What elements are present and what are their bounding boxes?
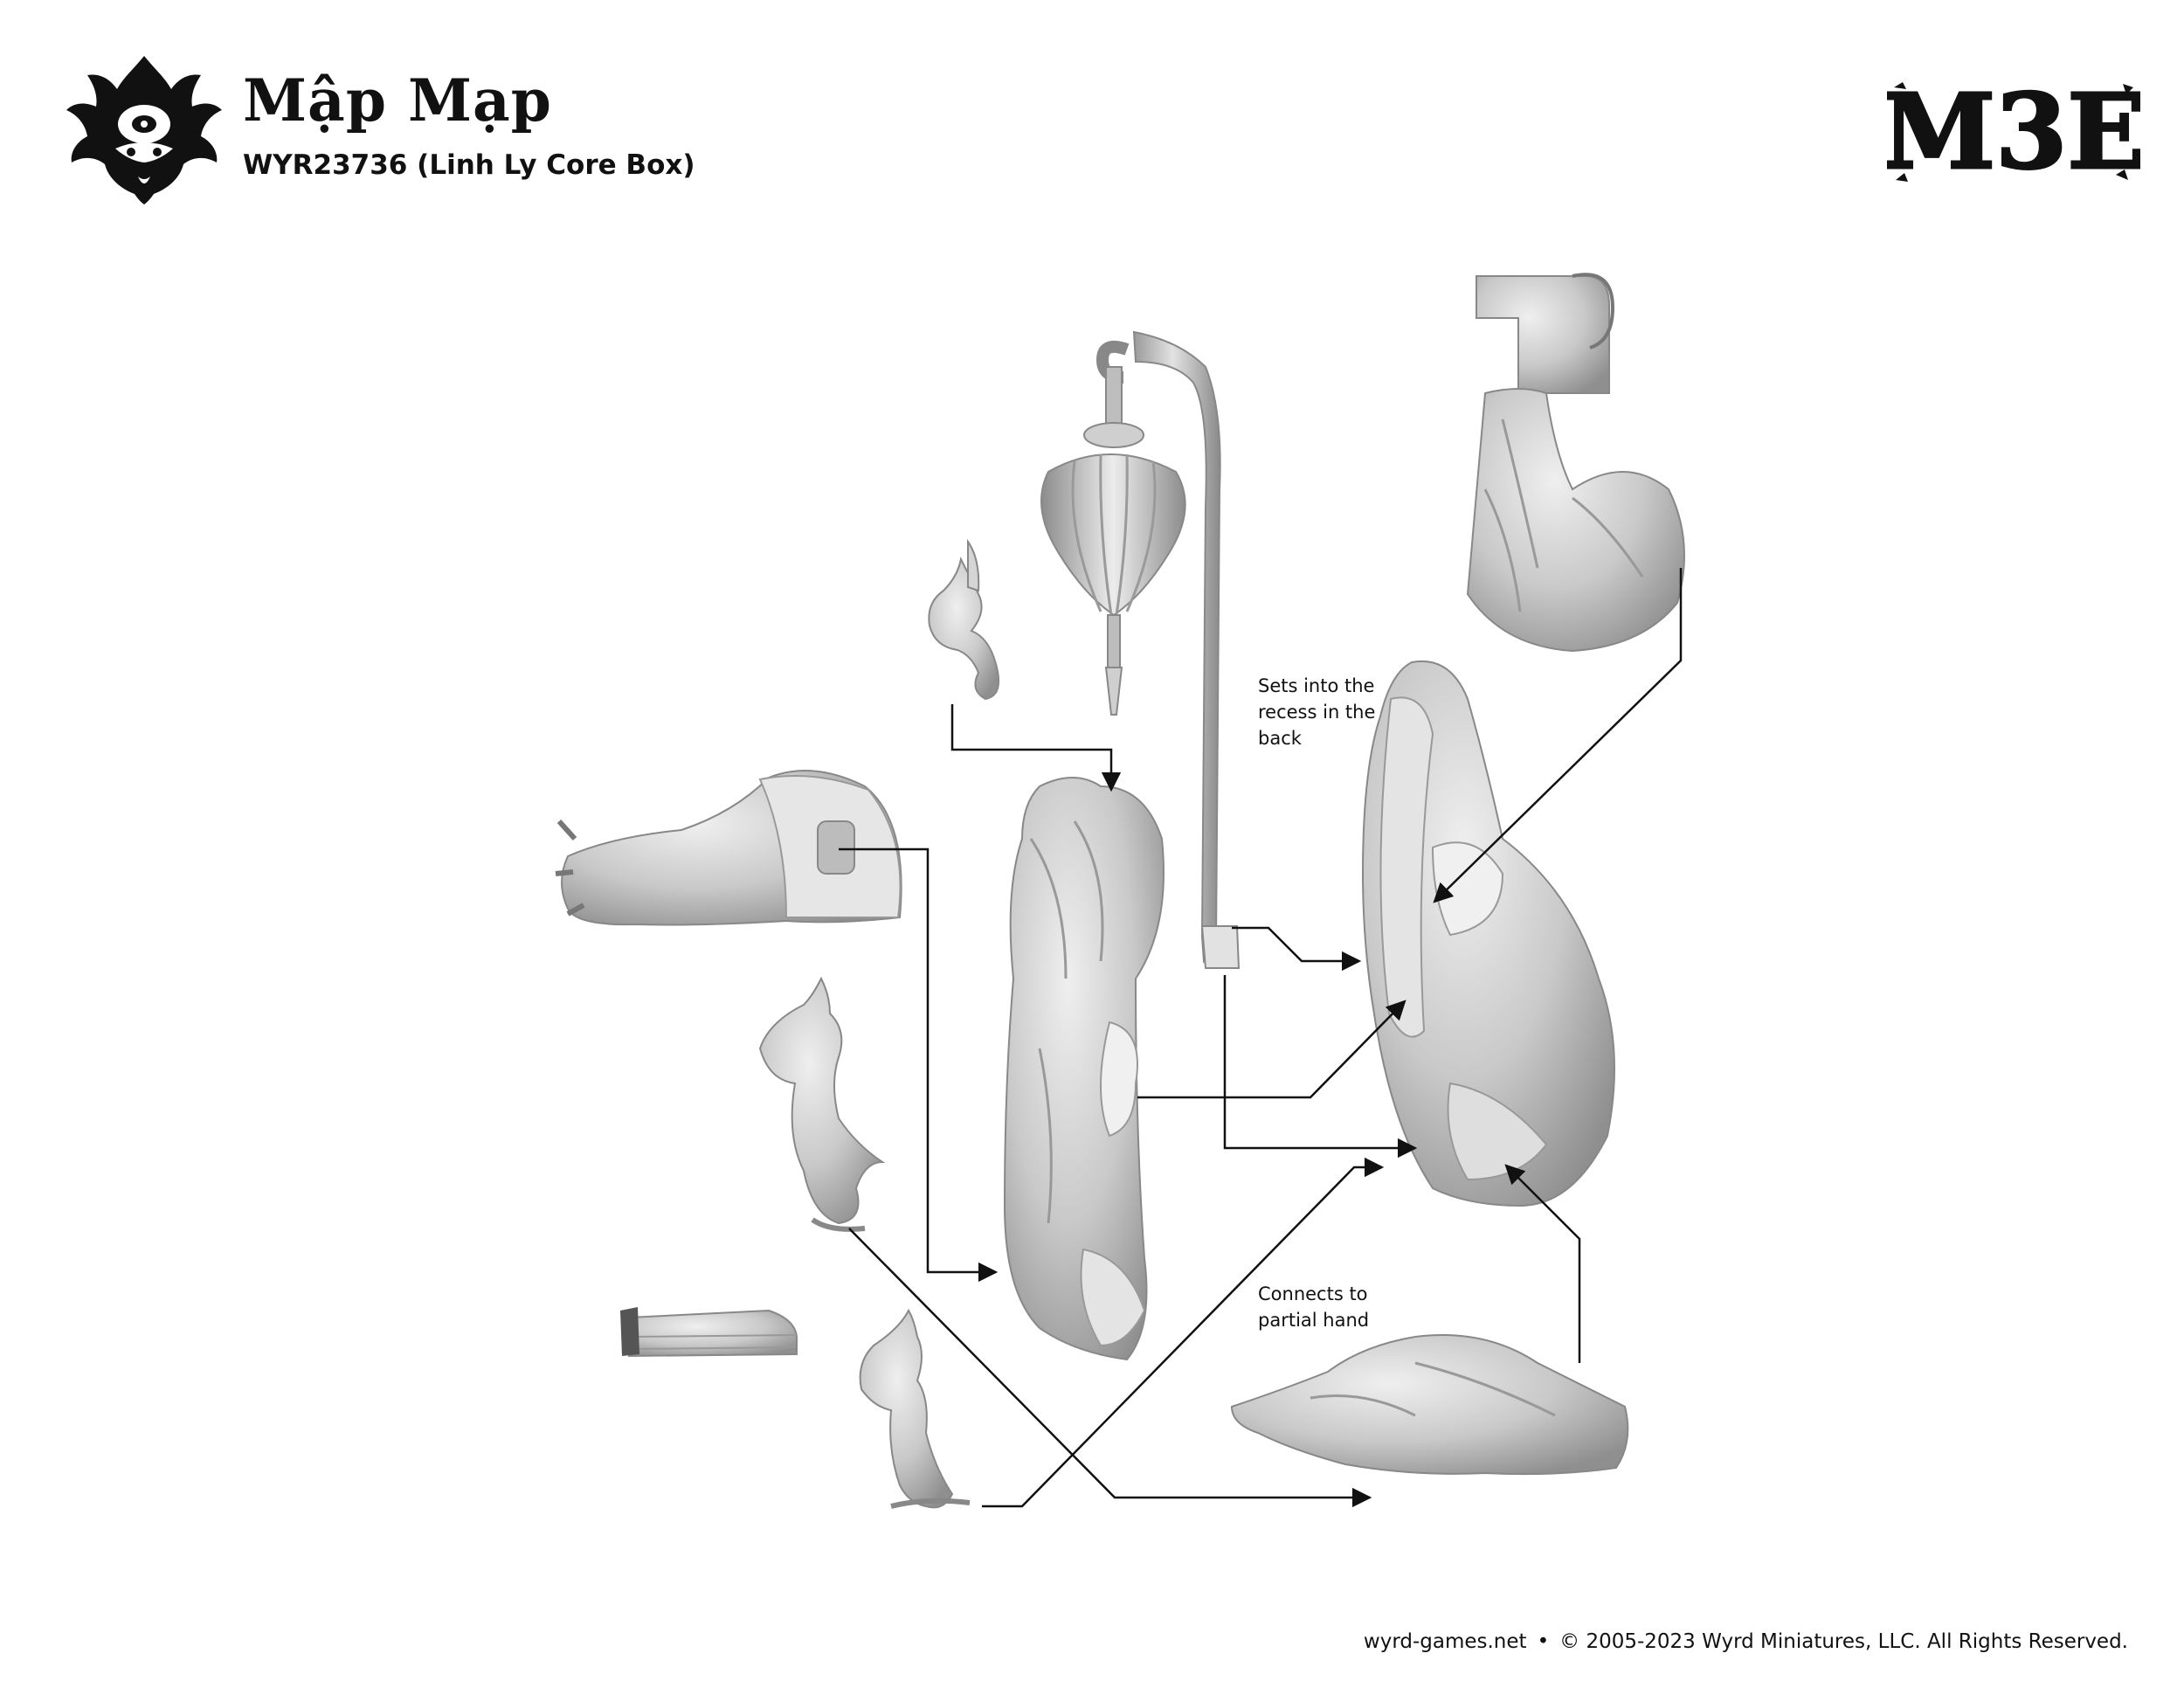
- arrow-body-to-back: [1137, 1000, 1406, 1099]
- dragon-lotus-crest-icon: [66, 56, 222, 204]
- footer-separator: •: [1537, 1630, 1550, 1653]
- arrow-tail-to-body: [839, 847, 999, 1283]
- callout-line: partial hand: [1258, 1310, 1370, 1331]
- brand-logo: M3E: [1887, 70, 2140, 183]
- callout-partial-hand-note: Connects to partial hand: [1258, 1281, 1380, 1333]
- partial-hand-part: [1230, 1334, 1629, 1476]
- arrow-upper-arm-to-back: [1433, 568, 1683, 903]
- tail-base-part: [555, 770, 902, 926]
- upper-arm-part: [1466, 273, 1685, 653]
- small-fish-spirit-part-2: [758, 976, 886, 1232]
- main-body-front-part: [1003, 777, 1165, 1361]
- arrow-sitting-fish-to-back: [982, 1157, 1385, 1508]
- lantern-pole-part: [1083, 330, 1241, 969]
- callout-line: Sets into the: [1258, 675, 1375, 696]
- arrow-standing-fish-to-hand: [848, 1228, 1372, 1508]
- product-code-subtitle: WYR23736 (Linh Ly Core Box): [243, 149, 695, 181]
- callout-recess-note: Sets into the recess in the back: [1258, 673, 1380, 751]
- brand-logo-text: M3E: [1887, 71, 2140, 183]
- small-fish-spirit-part-3: [859, 1308, 971, 1509]
- arrow-hand-to-back: [1504, 1164, 1581, 1363]
- lantern-part: [1040, 453, 1186, 716]
- arrow-pole-base: [1223, 975, 1418, 1159]
- callout-line: Connects to: [1258, 1283, 1368, 1304]
- arrow-small-fish-to-body: [950, 704, 1122, 792]
- footer: wyrd-games.net • © 2005-2023 Wyrd Miniatur…: [1364, 1630, 2128, 1653]
- book-stack-part: [620, 1307, 798, 1358]
- footer-copyright: © 2005-2023 Wyrd Miniatures, LLC. All Ri…: [1559, 1630, 2128, 1653]
- arrow-pole-to-back: [1232, 926, 1362, 972]
- callout-line: back: [1258, 728, 1302, 749]
- main-body-back-part: [1361, 660, 1615, 1207]
- small-fish-spirit-part-1: [928, 538, 999, 701]
- footer-website-link[interactable]: wyrd-games.net: [1363, 1630, 1527, 1653]
- callout-line: recess in the: [1258, 702, 1376, 723]
- page-title: Mập Mạp: [243, 66, 552, 135]
